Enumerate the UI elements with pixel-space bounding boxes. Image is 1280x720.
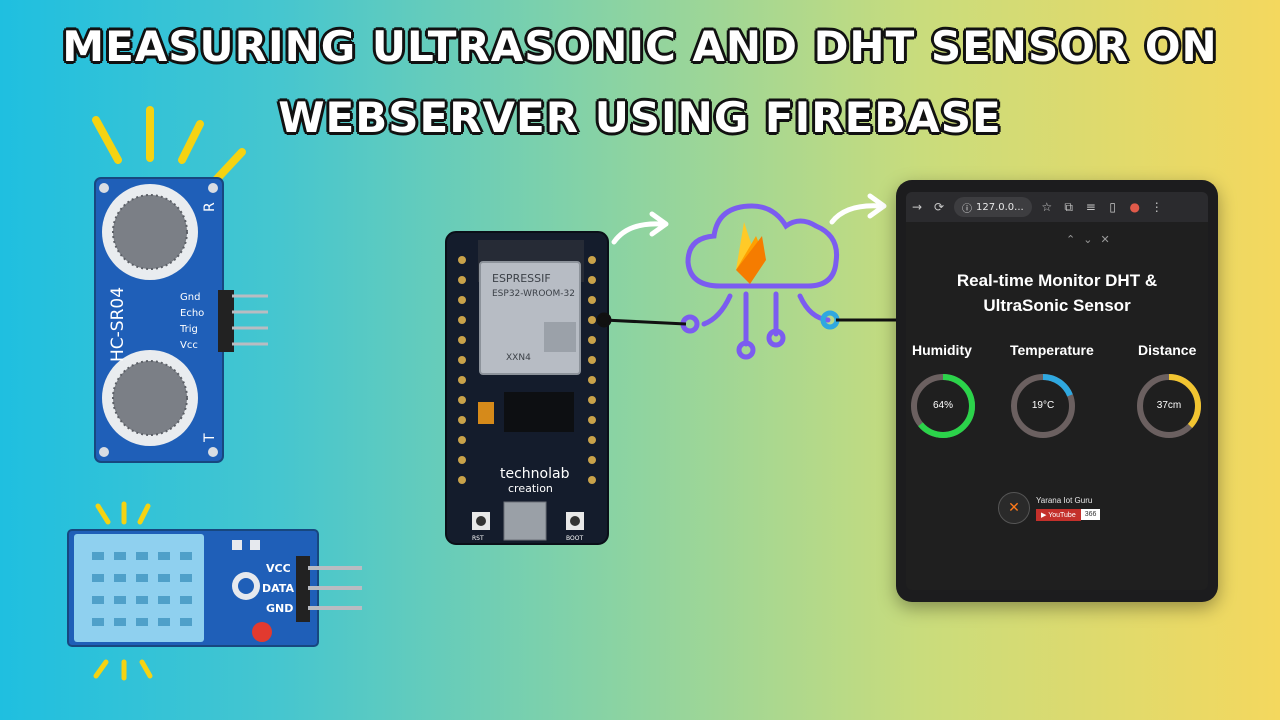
dht-sensor: VCC DATA GND — [67, 501, 362, 681]
humidity-gauge-arc — [911, 374, 975, 438]
youtube-play-icon: ▶ — [1041, 511, 1049, 519]
hcsr04-corner-r: R — [202, 202, 218, 212]
connection-line — [596, 312, 920, 328]
gauges — [911, 374, 1201, 438]
hcsr04-model-label: HC-SR04 — [108, 287, 128, 362]
esp32-module-label: ESP32-WROOM-32 — [492, 289, 575, 299]
find-prev-icon[interactable]: ⌃ — [1066, 232, 1076, 246]
browser-toolbar: → ⟳ ⓘ 127.0.0... ☆ ⧉ ≡ ▯ ● ⋮ — [906, 192, 1208, 222]
firebase-icon — [736, 222, 766, 284]
info-icon: ⓘ — [962, 203, 972, 215]
channel-logo-icon: ✕ — [998, 492, 1030, 524]
bookmark-star-icon[interactable]: ☆ — [1041, 200, 1053, 214]
extensions-icon[interactable]: ⧉ — [1064, 199, 1073, 214]
esp32-rst-label: RST — [472, 535, 484, 542]
esp32-maker-line2: creation — [508, 482, 553, 495]
close-icon[interactable]: ✕ — [1100, 232, 1110, 246]
forward-icon[interactable]: → — [911, 200, 923, 214]
temperature-gauge-arc — [1011, 374, 1075, 438]
tablet-screen: → ⟳ ⓘ 127.0.0... ☆ ⧉ ≡ ▯ ● ⋮ ⌃ ⌄ ✕ Real-… — [906, 192, 1208, 590]
esp32-brand-label: ESPRESSIF — [492, 272, 551, 285]
dht-pin-data: DATA — [262, 582, 294, 595]
youtube-subscribe-button[interactable]: ▶ YouTube — [1036, 508, 1081, 521]
temperature-value: 19°C — [1031, 400, 1055, 411]
dht-pin-gnd: GND — [266, 602, 293, 615]
cloud-icon — [680, 203, 840, 360]
humidity-label: Humidity — [912, 342, 972, 358]
channel-badge: ✕ Yarana Iot Guru ▶ YouTube 366 — [998, 492, 1101, 524]
esp32-board: ESPRESSIF ESP32-WROOM-32 XXN4 technolab … — [445, 231, 609, 545]
arrow-icon — [611, 211, 669, 245]
ultrasonic-sensor: HC-SR04 Gnd Echo Trig Vcc R T — [92, 106, 268, 463]
url-text: 127.0.0... — [976, 201, 1024, 213]
distance-value: 37cm — [1156, 400, 1182, 411]
address-bar[interactable]: ⓘ 127.0.0... — [954, 197, 1032, 217]
signal-burst-icon — [92, 106, 246, 186]
tablet-device: → ⟳ ⓘ 127.0.0... ☆ ⧉ ≡ ▯ ● ⋮ ⌃ ⌄ ✕ Real-… — [896, 180, 1218, 602]
humidity-gauge — [911, 374, 975, 438]
hcsr04-pin-echo: Echo — [180, 308, 204, 319]
channel-name: Yarana Iot Guru — [1036, 495, 1093, 505]
hcsr04-corner-t: T — [202, 433, 218, 443]
signal-burst-icon — [93, 501, 153, 681]
youtube-label: YouTube — [1048, 511, 1076, 519]
hcsr04-pin-gnd: Gnd — [180, 292, 200, 303]
find-next-icon[interactable]: ⌄ — [1083, 232, 1093, 246]
find-bar: ⌃ ⌄ ✕ — [1066, 228, 1156, 250]
menu-icon[interactable]: ≡ — [1085, 200, 1096, 214]
dht-pin-vcc: VCC — [266, 562, 291, 575]
page-title-line-2: UltraSonic Sensor — [983, 296, 1131, 315]
title-line-2: WEBSERVER USING FIREBASE — [278, 93, 1002, 142]
distance-label: Distance — [1138, 342, 1197, 358]
hcsr04-pin-vcc: Vcc — [180, 340, 198, 351]
profile-avatar-icon[interactable]: ● — [1129, 200, 1140, 214]
hcsr04-pin-trig: Trig — [179, 324, 198, 335]
reload-icon[interactable]: ⟳ — [933, 200, 945, 214]
temperature-gauge — [1011, 374, 1075, 438]
subscriber-count: 366 — [1080, 509, 1101, 520]
esp32-boot-label: BOOT — [566, 535, 583, 542]
page-title: Real-time Monitor DHT & UltraSonic Senso… — [906, 268, 1208, 318]
sidebar-icon[interactable]: ▯ — [1109, 200, 1117, 214]
distance-gauge-arc — [1137, 374, 1201, 438]
temperature-label: Temperature — [1010, 342, 1094, 358]
humidity-value: 64% — [932, 400, 953, 411]
more-options-icon[interactable]: ⋮ — [1150, 200, 1163, 214]
esp32-code-label: XXN4 — [506, 353, 531, 363]
esp32-maker-line1: technolab — [500, 466, 570, 482]
distance-gauge — [1137, 374, 1201, 438]
page-title-line-1: Real-time Monitor DHT & — [956, 271, 1158, 290]
arrow-icon — [829, 193, 887, 225]
title-line-1: MEASURING ULTRASONIC AND DHT SENSOR ON — [62, 22, 1218, 71]
